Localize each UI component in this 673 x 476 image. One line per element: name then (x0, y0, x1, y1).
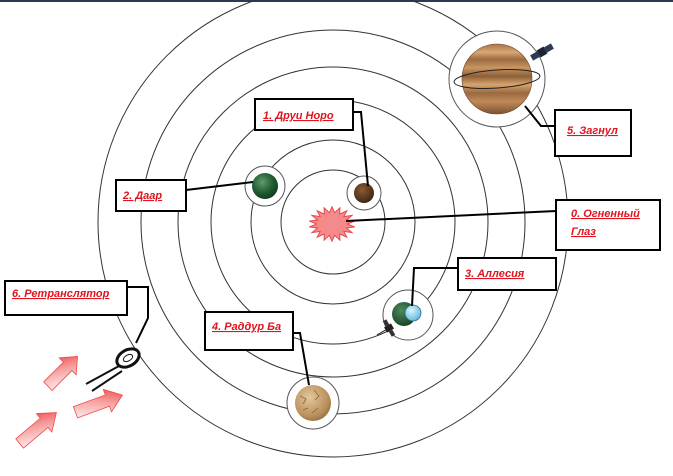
leader-planet-4 (293, 332, 310, 386)
relay (85, 286, 149, 392)
relay-boom-2 (91, 370, 123, 392)
planet-4 (286, 332, 340, 430)
planet-4-texture (299, 389, 320, 414)
orbit-0 (280, 169, 386, 275)
incoming-arrow-icon (43, 356, 78, 391)
planet-5-ring (453, 69, 541, 89)
sun (309, 205, 557, 243)
orbit-3 (177, 66, 489, 378)
label-relay: 6. Ретранслятор (12, 288, 110, 300)
relay-antenna-icon (115, 347, 141, 369)
label-planet-5: 5. Загнул (567, 125, 618, 137)
planet-3-moon (404, 304, 422, 322)
label-box-relay: 6. Ретранслятор (4, 280, 128, 316)
planet-1 (346, 111, 382, 211)
leader-relay (127, 286, 149, 344)
orbit-1 (250, 139, 416, 305)
incoming-arrows (15, 356, 124, 449)
planet-5-body (461, 43, 533, 115)
planet-1-body (354, 183, 374, 203)
planet-4-body (295, 385, 331, 421)
label-box-planet-2: 2. Даар (115, 179, 187, 212)
incoming-arrow-icon (15, 412, 57, 449)
label-box-planet-1: 1. Друи Норо (254, 98, 354, 131)
label-planet-3: 3. Аллесия (465, 268, 525, 280)
label-planet-1: 1. Друи Норо (263, 110, 334, 122)
planet-5 (448, 30, 555, 128)
label-box-planet-5: 5. Загнул (554, 109, 632, 157)
relay-boom-1 (85, 365, 120, 385)
incoming-arrow-icon (72, 388, 124, 419)
label-planet-2: 2. Даар (122, 190, 162, 202)
satellite-icon (376, 319, 396, 337)
label-planet-4: 4. Раддур Ба (211, 321, 281, 333)
leader-sun (345, 210, 557, 222)
leader-planet-3 (411, 267, 458, 307)
window-top-border (0, 0, 673, 2)
planet-2-body (252, 173, 278, 199)
label-box-planet-4: 4. Раддур Ба (204, 311, 294, 351)
planet-3 (376, 267, 458, 341)
leader-planet-5 (524, 105, 555, 127)
leader-planet-1 (354, 111, 369, 187)
satellite-icon (530, 43, 554, 61)
planet-2 (185, 165, 286, 207)
label-box-planet-3: 3. Аллесия (457, 257, 557, 291)
star-burst-icon (309, 205, 355, 243)
leader-planet-2 (185, 181, 254, 191)
